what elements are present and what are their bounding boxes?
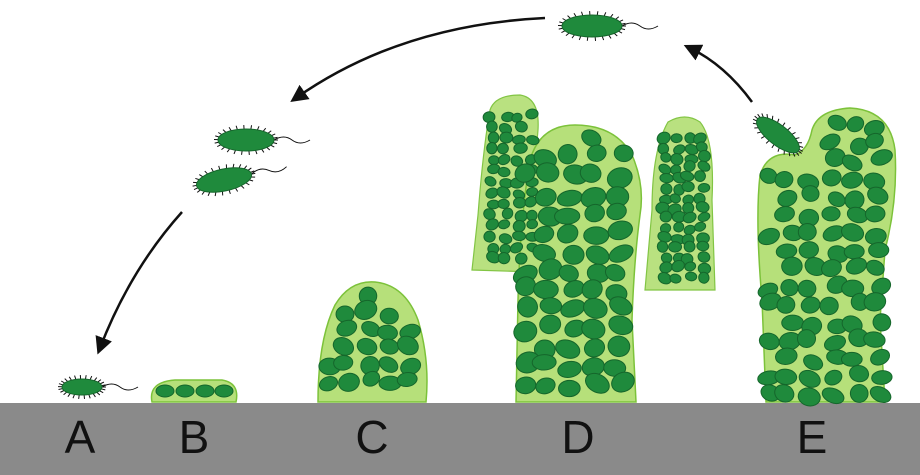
stage-label-d: D — [561, 411, 594, 463]
bacterial-cell — [671, 134, 682, 143]
bacterial-cell — [698, 183, 710, 193]
bacterial-cell — [484, 231, 496, 242]
bacterial-cell — [488, 132, 499, 144]
bacterial-cell — [822, 207, 840, 221]
bacterial-cell — [554, 208, 580, 225]
bacterial-cell — [196, 385, 214, 397]
free-bacterium — [558, 11, 658, 41]
bacterial-cell — [682, 181, 695, 192]
bacterial-cell — [532, 354, 556, 370]
free-bacterium — [58, 375, 138, 399]
arrow-top-to-left — [296, 18, 545, 98]
stage-label-c: C — [355, 411, 388, 463]
arrow-left-to-a — [100, 212, 182, 348]
bacterial-cell — [489, 156, 500, 165]
free-bacterium — [190, 152, 290, 201]
bacterial-cell — [500, 132, 513, 143]
bacterial-cell — [533, 280, 558, 299]
bacterial-cell — [513, 197, 525, 208]
bacterial-cell — [781, 257, 802, 276]
bacterial-cell — [584, 227, 609, 245]
bacterial-cell — [215, 385, 233, 397]
bacterial-cell — [558, 380, 580, 397]
free-bacterium — [214, 125, 310, 155]
stage-e-dispersion — [756, 108, 896, 408]
bacterial-cell — [498, 199, 510, 208]
arrow-e-to-top — [690, 48, 752, 102]
stage-label-b: B — [179, 411, 210, 463]
stage-label-a: A — [65, 411, 96, 463]
bacterial-cell — [696, 241, 709, 252]
substrate-surface — [0, 403, 920, 475]
bacterial-cell — [487, 142, 497, 154]
bacterial-cell — [669, 242, 682, 252]
bacterial-cell — [156, 385, 174, 397]
bacterial-cell — [782, 315, 804, 330]
bacterial-cell — [380, 308, 399, 325]
bacterial-cell — [176, 385, 194, 397]
bacterial-cell — [841, 352, 862, 366]
stage-label-e: E — [797, 411, 828, 463]
stage-c-dome — [317, 282, 427, 402]
bacterial-cell — [336, 306, 354, 323]
stage-b-microcolony — [151, 380, 236, 402]
bacterial-cell — [869, 243, 889, 258]
stage-d-mature-biofilm — [472, 95, 715, 402]
